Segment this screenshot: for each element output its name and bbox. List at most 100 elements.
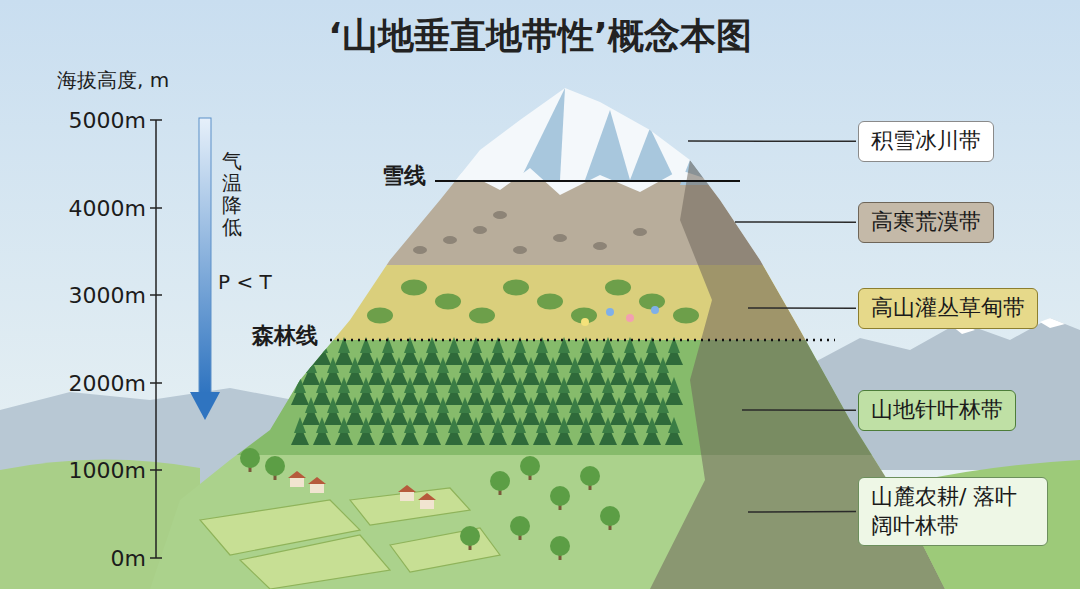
tree-crown xyxy=(349,357,361,373)
conifer-tree xyxy=(313,377,331,405)
tree-crown xyxy=(635,397,647,413)
conifer-tree xyxy=(291,417,309,445)
conifer-tree xyxy=(434,357,452,385)
tree-crown xyxy=(448,417,460,433)
tree-crown xyxy=(426,377,438,393)
tree-crown xyxy=(459,357,471,373)
conifer-tree xyxy=(665,377,683,405)
conifer-tree xyxy=(555,337,573,365)
tick-label: 2000m xyxy=(69,371,146,396)
tree-crown xyxy=(294,417,306,433)
conifer-tree xyxy=(654,357,672,385)
tree-crown xyxy=(305,397,317,413)
glacier-shadow xyxy=(520,88,565,180)
conifer-tree xyxy=(445,417,463,445)
tree-crown xyxy=(470,377,482,393)
zone-label-box: 山地针叶林带 xyxy=(858,390,1016,431)
temperature-arrow-head xyxy=(190,392,220,420)
conifer-tree xyxy=(489,377,507,405)
rock xyxy=(513,246,527,254)
tree-crown xyxy=(404,377,416,393)
tick-label: 3000m xyxy=(69,283,146,308)
tree-crown xyxy=(536,377,548,393)
conifer-tree xyxy=(401,337,419,365)
zone-name: 积雪冰川带 xyxy=(871,127,981,156)
conifer-tree xyxy=(368,397,386,425)
axis-tick xyxy=(150,119,162,121)
conifer-tree xyxy=(401,377,419,405)
tick-label: 5000m xyxy=(69,108,146,133)
axis-tick xyxy=(150,207,162,209)
zone-label-box: 高山灌丛草甸带 xyxy=(858,288,1038,329)
leader-line xyxy=(688,140,856,142)
tree-crown xyxy=(492,377,504,393)
farm-field xyxy=(240,535,390,589)
conifer-tree xyxy=(643,377,661,405)
house-roof xyxy=(288,471,306,478)
tick-label: 4000m xyxy=(69,196,146,221)
tree-crown xyxy=(360,417,372,433)
conifer-tree xyxy=(302,357,320,385)
snow-line-label: 雪线 xyxy=(382,161,426,191)
conifer-tree xyxy=(566,357,584,385)
conifer-tree xyxy=(544,397,562,425)
forest-line xyxy=(330,339,835,342)
tree-crown xyxy=(591,397,603,413)
tree-crown xyxy=(294,377,306,393)
conifer-tree xyxy=(544,357,562,385)
conifer-tree xyxy=(555,377,573,405)
glacier-shadow xyxy=(585,110,630,180)
tree-crown xyxy=(448,377,460,393)
rock xyxy=(443,236,457,244)
farm-field xyxy=(390,528,500,572)
tree-crown xyxy=(569,357,581,373)
tree-crown xyxy=(382,417,394,433)
tree-crown xyxy=(459,397,471,413)
conifer-tree xyxy=(390,397,408,425)
conifer-tree xyxy=(522,397,540,425)
conifer-tree xyxy=(313,417,331,445)
tree-crown xyxy=(668,417,680,433)
conifer-tree xyxy=(533,377,551,405)
tree-crown xyxy=(426,417,438,433)
tick-label: 1000m xyxy=(69,458,146,483)
leader-line xyxy=(735,221,856,223)
tree-crown xyxy=(415,357,427,373)
conifer-tree xyxy=(412,357,430,385)
conifer-tree xyxy=(456,397,474,425)
tree-crown xyxy=(646,377,658,393)
zone-band xyxy=(0,0,1080,182)
tree-crown xyxy=(382,377,394,393)
tree-crown xyxy=(558,417,570,433)
tree-crown xyxy=(481,397,493,413)
shrub xyxy=(537,293,563,309)
tree-crown xyxy=(305,357,317,373)
conifer-tree xyxy=(599,377,617,405)
leader-line xyxy=(748,307,856,309)
forest-line-label: 森林线 xyxy=(252,321,318,351)
tree-crown xyxy=(360,377,372,393)
tree-crown xyxy=(492,417,504,433)
tree-crown xyxy=(569,397,581,413)
conifer-tree xyxy=(346,357,364,385)
conifer-tree xyxy=(478,357,496,385)
flower xyxy=(606,308,614,316)
house-roof xyxy=(418,493,436,500)
conifer-tree xyxy=(489,417,507,445)
shrub xyxy=(401,279,427,295)
conifer-tree xyxy=(500,357,518,385)
zone-band xyxy=(0,182,1080,265)
zone-name: 高山灌丛草甸带 xyxy=(871,294,1025,323)
conifer-tree xyxy=(500,397,518,425)
trend-label: 气温降低 xyxy=(222,150,242,238)
conifer-tree xyxy=(555,417,573,445)
tree-crown xyxy=(481,357,493,373)
flower xyxy=(651,306,659,314)
zone-name: 高寒荒漠带 xyxy=(871,208,981,237)
conifer-tree xyxy=(379,377,397,405)
tree-crown xyxy=(624,417,636,433)
conifer-tree xyxy=(621,337,639,365)
tree-crown xyxy=(635,357,647,373)
